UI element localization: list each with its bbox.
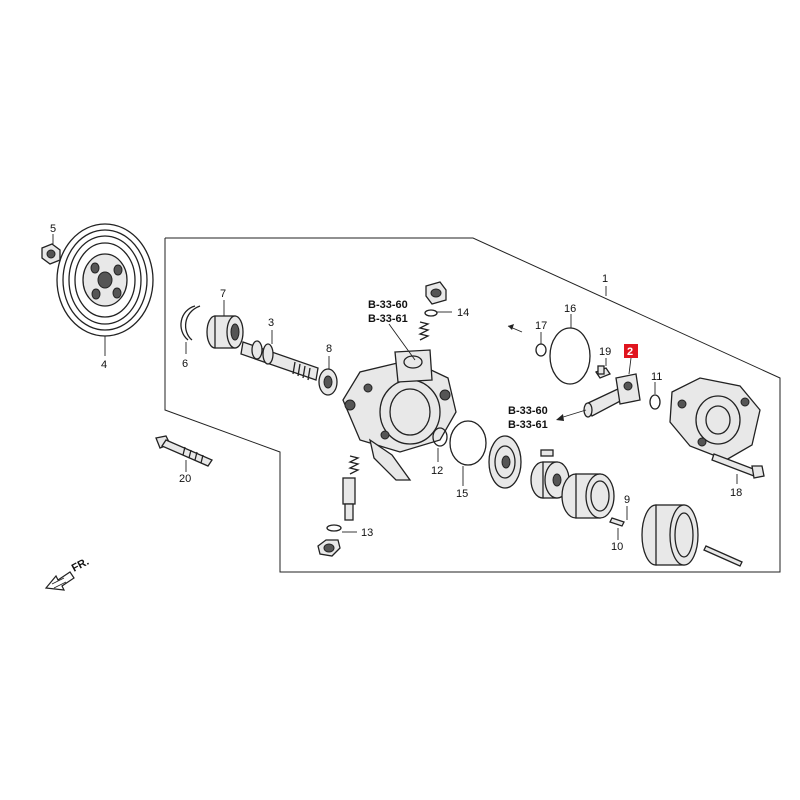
flow-arrow	[507, 324, 523, 333]
label-part-4: 4	[101, 359, 107, 371]
label-part-20: 20	[179, 473, 191, 485]
o-ring-small[interactable]	[424, 309, 438, 317]
ref-label-top-a[interactable]: B-33-60	[368, 299, 408, 311]
oil-seal[interactable]	[318, 368, 338, 396]
label-part-13: 13	[361, 527, 373, 539]
assembly-frame	[164, 237, 781, 573]
bearing[interactable]	[206, 315, 244, 349]
label-part-10: 10	[611, 541, 623, 553]
circlip[interactable]	[180, 305, 201, 341]
ref-label-right-b[interactable]: B-33-61	[508, 419, 548, 431]
small-bolt[interactable]	[595, 365, 611, 379]
plug-screw[interactable]	[317, 539, 341, 557]
cam-ring[interactable]	[561, 473, 615, 519]
side-plate[interactable]	[488, 435, 522, 489]
o-ring-16[interactable]	[549, 327, 591, 385]
label-part-1: 1	[602, 273, 608, 285]
plug-bolt[interactable]	[425, 281, 447, 305]
label-part-12: 12	[431, 465, 443, 477]
highlighted-part-2[interactable]: 2	[624, 344, 638, 358]
label-part-7: 7	[220, 288, 226, 300]
control-valve[interactable]	[342, 455, 360, 521]
cover-bolt[interactable]	[711, 453, 765, 479]
reference-arrow-right	[556, 409, 587, 421]
outer-sleeve[interactable]	[641, 504, 699, 566]
label-part-19: 19	[599, 346, 611, 358]
ref-label-right-a[interactable]: B-33-60	[508, 405, 548, 417]
suction-joint-pipe[interactable]	[583, 373, 641, 418]
o-ring-15[interactable]	[449, 420, 487, 466]
label-part-16: 16	[564, 303, 576, 315]
label-part-6: 6	[182, 358, 188, 370]
flange-nut[interactable]	[41, 243, 61, 265]
label-part-18: 18	[730, 487, 742, 499]
pump-cover[interactable]	[669, 377, 761, 461]
label-part-3: 3	[268, 317, 274, 329]
label-part-2: 2	[627, 346, 633, 358]
label-part-9: 9	[624, 494, 630, 506]
rod-pin[interactable]	[703, 545, 743, 567]
relief-spring[interactable]	[418, 321, 430, 341]
o-ring-11[interactable]	[649, 394, 661, 410]
pump-shaft[interactable]	[240, 340, 319, 381]
label-part-15: 15	[456, 488, 468, 500]
o-ring-12[interactable]	[432, 427, 448, 447]
label-part-5: 5	[50, 223, 56, 235]
o-ring-17[interactable]	[535, 343, 547, 357]
direction-label: FR.	[70, 556, 91, 575]
pin[interactable]	[540, 449, 554, 457]
ref-label-top-b[interactable]: B-33-61	[368, 313, 408, 325]
label-part-11: 11	[651, 371, 662, 383]
long-bolt[interactable]	[155, 435, 213, 467]
label-part-14: 14	[457, 307, 469, 319]
pump-body[interactable]	[342, 349, 457, 481]
front-direction-arrow-icon	[44, 571, 75, 591]
o-ring-13[interactable]	[326, 524, 342, 532]
label-part-8: 8	[326, 343, 332, 355]
dowel-pin[interactable]	[609, 517, 625, 527]
label-part-17: 17	[535, 320, 547, 332]
pulley[interactable]	[56, 223, 154, 337]
